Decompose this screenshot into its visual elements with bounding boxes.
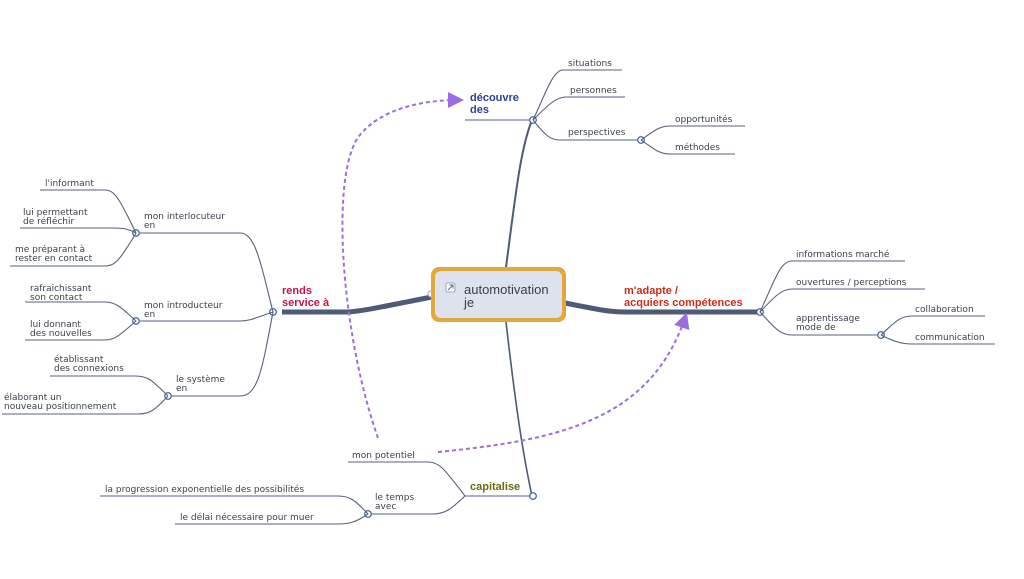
connector-decouvre (505, 119, 533, 268)
connector-rends (282, 294, 433, 315)
node-progression[interactable]: la progression exponentielle des possibi… (105, 484, 304, 495)
madapte-label[interactable]: m'adapte / acquiers compétences (624, 285, 743, 309)
edge-apprentissage (759, 311, 880, 336)
edge-progression (100, 495, 369, 515)
node-personnes[interactable]: personnes (570, 86, 617, 96)
node-etablissant[interactable]: établissant des connexions (54, 354, 124, 374)
link-icon[interactable] (445, 282, 456, 293)
edge-ouvertures (759, 288, 925, 313)
edge-preparant (10, 232, 137, 267)
edge-elaborant (2, 395, 169, 415)
edge-collaboration (880, 315, 985, 336)
node-ouvertures[interactable]: ouvertures / perceptions (796, 278, 907, 288)
node-le-temps[interactable]: le temps avec (375, 493, 417, 512)
capitalise-label[interactable]: capitalise (470, 481, 520, 493)
edge-informations (759, 260, 905, 313)
node-collaboration[interactable]: collaboration (915, 305, 974, 315)
relation-arrow-potentiel-to-madapte[interactable] (437, 312, 690, 453)
edge-situations (532, 69, 622, 121)
node-communication[interactable]: communication (915, 333, 985, 343)
node-opportunites[interactable]: opportunités (675, 114, 733, 125)
node-systeme[interactable]: le système en (176, 374, 228, 394)
capitalise-expand-knob[interactable] (529, 492, 537, 500)
node-rafraichissant[interactable]: rafraichissant son contact (30, 284, 94, 303)
connector-madapte (564, 300, 760, 315)
edge-delai (175, 513, 369, 525)
edge-interlocuteur (140, 232, 274, 313)
node-perspectives[interactable]: perspectives (568, 128, 626, 138)
node-situations[interactable]: situations (568, 59, 612, 69)
edge-donnant (25, 320, 137, 341)
node-introducteur[interactable]: mon introducteur en (144, 301, 225, 320)
edge-potentiel (348, 461, 466, 497)
edge-informant (40, 189, 137, 234)
edge-temps (370, 495, 466, 515)
node-delai[interactable]: le délai nécessaire pour muer (180, 512, 314, 523)
node-informant[interactable]: l'informant (45, 179, 94, 189)
node-mon-potentiel[interactable]: mon potentiel (352, 451, 415, 461)
edge-opportunites (640, 125, 745, 141)
connector-capitalise (505, 321, 533, 497)
edge-systeme (170, 311, 274, 397)
node-preparant[interactable]: me préparant à rester en contact (15, 244, 93, 264)
edge-introducteur (140, 311, 274, 322)
edge-perspectives (532, 119, 640, 141)
edge-personnes (532, 96, 625, 121)
edge-etablissant (50, 375, 169, 397)
decouvre-label[interactable]: découvre des (470, 92, 522, 116)
node-permettant[interactable]: lui permettant de réfléchir (23, 208, 90, 227)
edge-methodes (640, 139, 735, 155)
center-label[interactable]: automotivation je (463, 282, 552, 310)
node-elaborant[interactable]: élaborant un nouveau positionnement (4, 392, 117, 412)
node-informations-marche[interactable]: informations marché (796, 249, 890, 260)
node-interlocuteur[interactable]: mon interlocuteur en (144, 212, 228, 231)
edge-communication (880, 334, 995, 345)
rends-label[interactable]: rends service à (282, 285, 330, 309)
node-methodes[interactable]: méthodes (675, 142, 720, 153)
edge-permettant (20, 227, 137, 234)
relation-arrow-potentiel-to-decouvre[interactable] (341, 92, 464, 439)
node-apprentissage[interactable]: apprentissage mode de (796, 314, 863, 333)
node-donnant[interactable]: lui donnant des nouvelles (30, 320, 92, 339)
edge-rafraichissant (25, 301, 137, 322)
center-node[interactable] (435, 271, 562, 318)
